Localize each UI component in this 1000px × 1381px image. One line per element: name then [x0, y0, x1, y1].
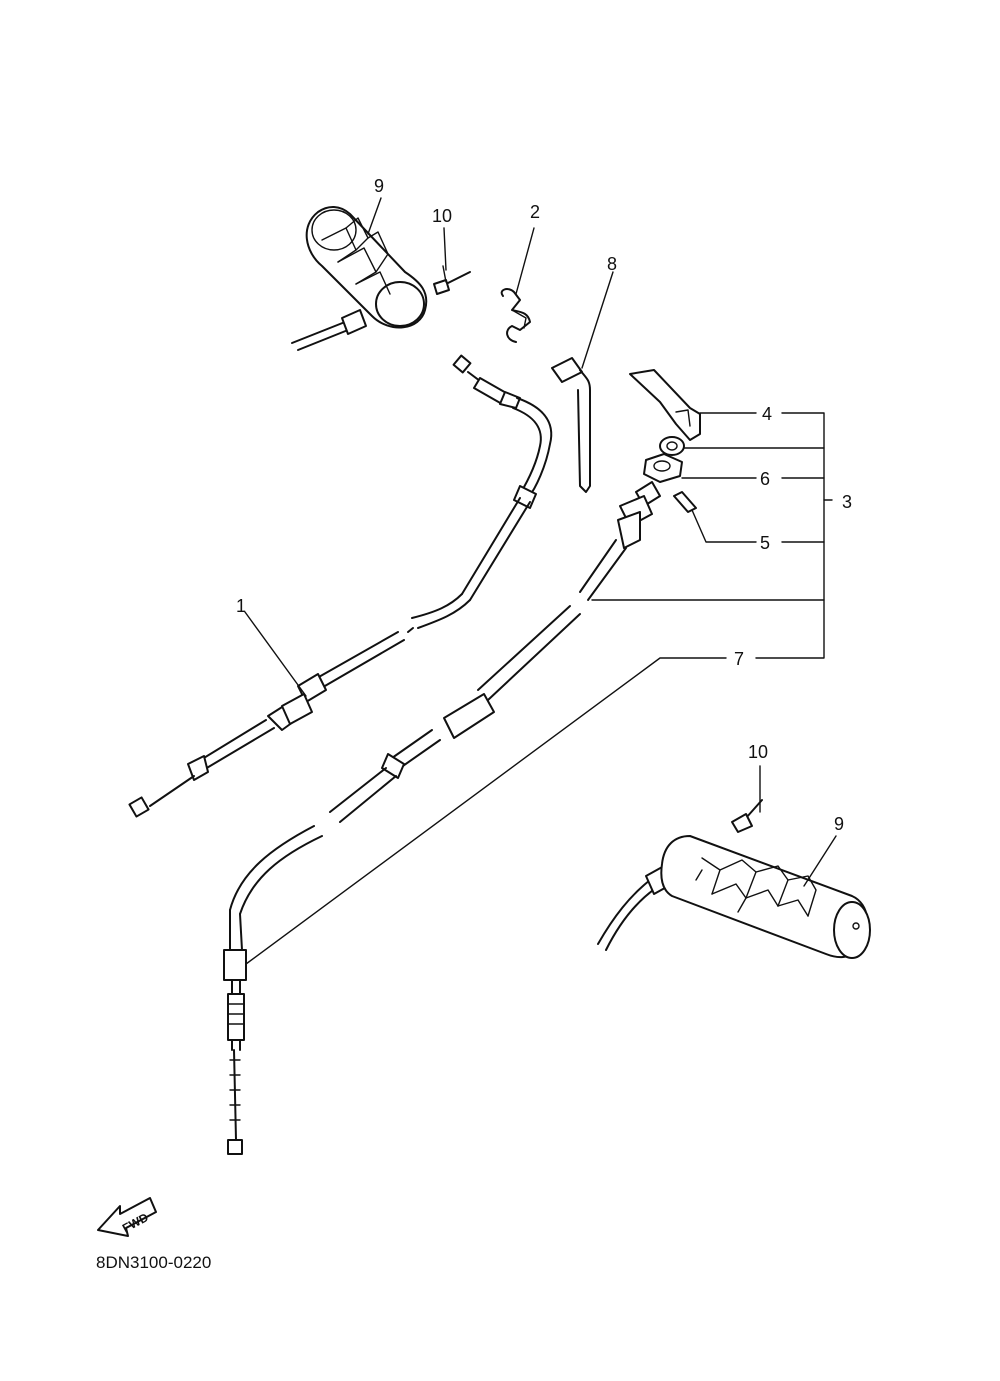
- spring-clip: [500, 227, 535, 343]
- callout-labels: 1 2 3 4 5 6 7 8 9 9 10 10: [236, 176, 852, 834]
- cable-7: [223, 481, 661, 1155]
- grip-top-left: [291, 206, 428, 351]
- callout-1: 1: [236, 596, 246, 616]
- callout-10-bottom: 10: [748, 742, 768, 762]
- pin-bottom: [731, 799, 763, 833]
- nut: [643, 453, 683, 483]
- callout-6: 6: [760, 469, 770, 489]
- pin-top: [433, 265, 471, 295]
- callout-2: 2: [530, 202, 540, 222]
- leader-lines: [244, 197, 837, 965]
- throttle-lever: [629, 369, 701, 441]
- cable-strap: [551, 357, 591, 493]
- washer-small: [659, 436, 685, 456]
- fwd-arrow: FWD: [97, 1197, 157, 1237]
- callout-9-bottom: 9: [834, 814, 844, 834]
- callout-7: 7: [734, 649, 744, 669]
- callout-3: 3: [842, 492, 852, 512]
- diagram-code: 8DN3100-0220: [96, 1253, 211, 1272]
- callout-4: 4: [762, 404, 772, 424]
- callout-9-top: 9: [374, 176, 384, 196]
- callout-8: 8: [607, 254, 617, 274]
- cable-1: [128, 354, 553, 818]
- pin-small: [673, 491, 697, 513]
- callout-5: 5: [760, 533, 770, 553]
- grip-bottom-right: [597, 835, 871, 959]
- callout-10-top: 10: [432, 206, 452, 226]
